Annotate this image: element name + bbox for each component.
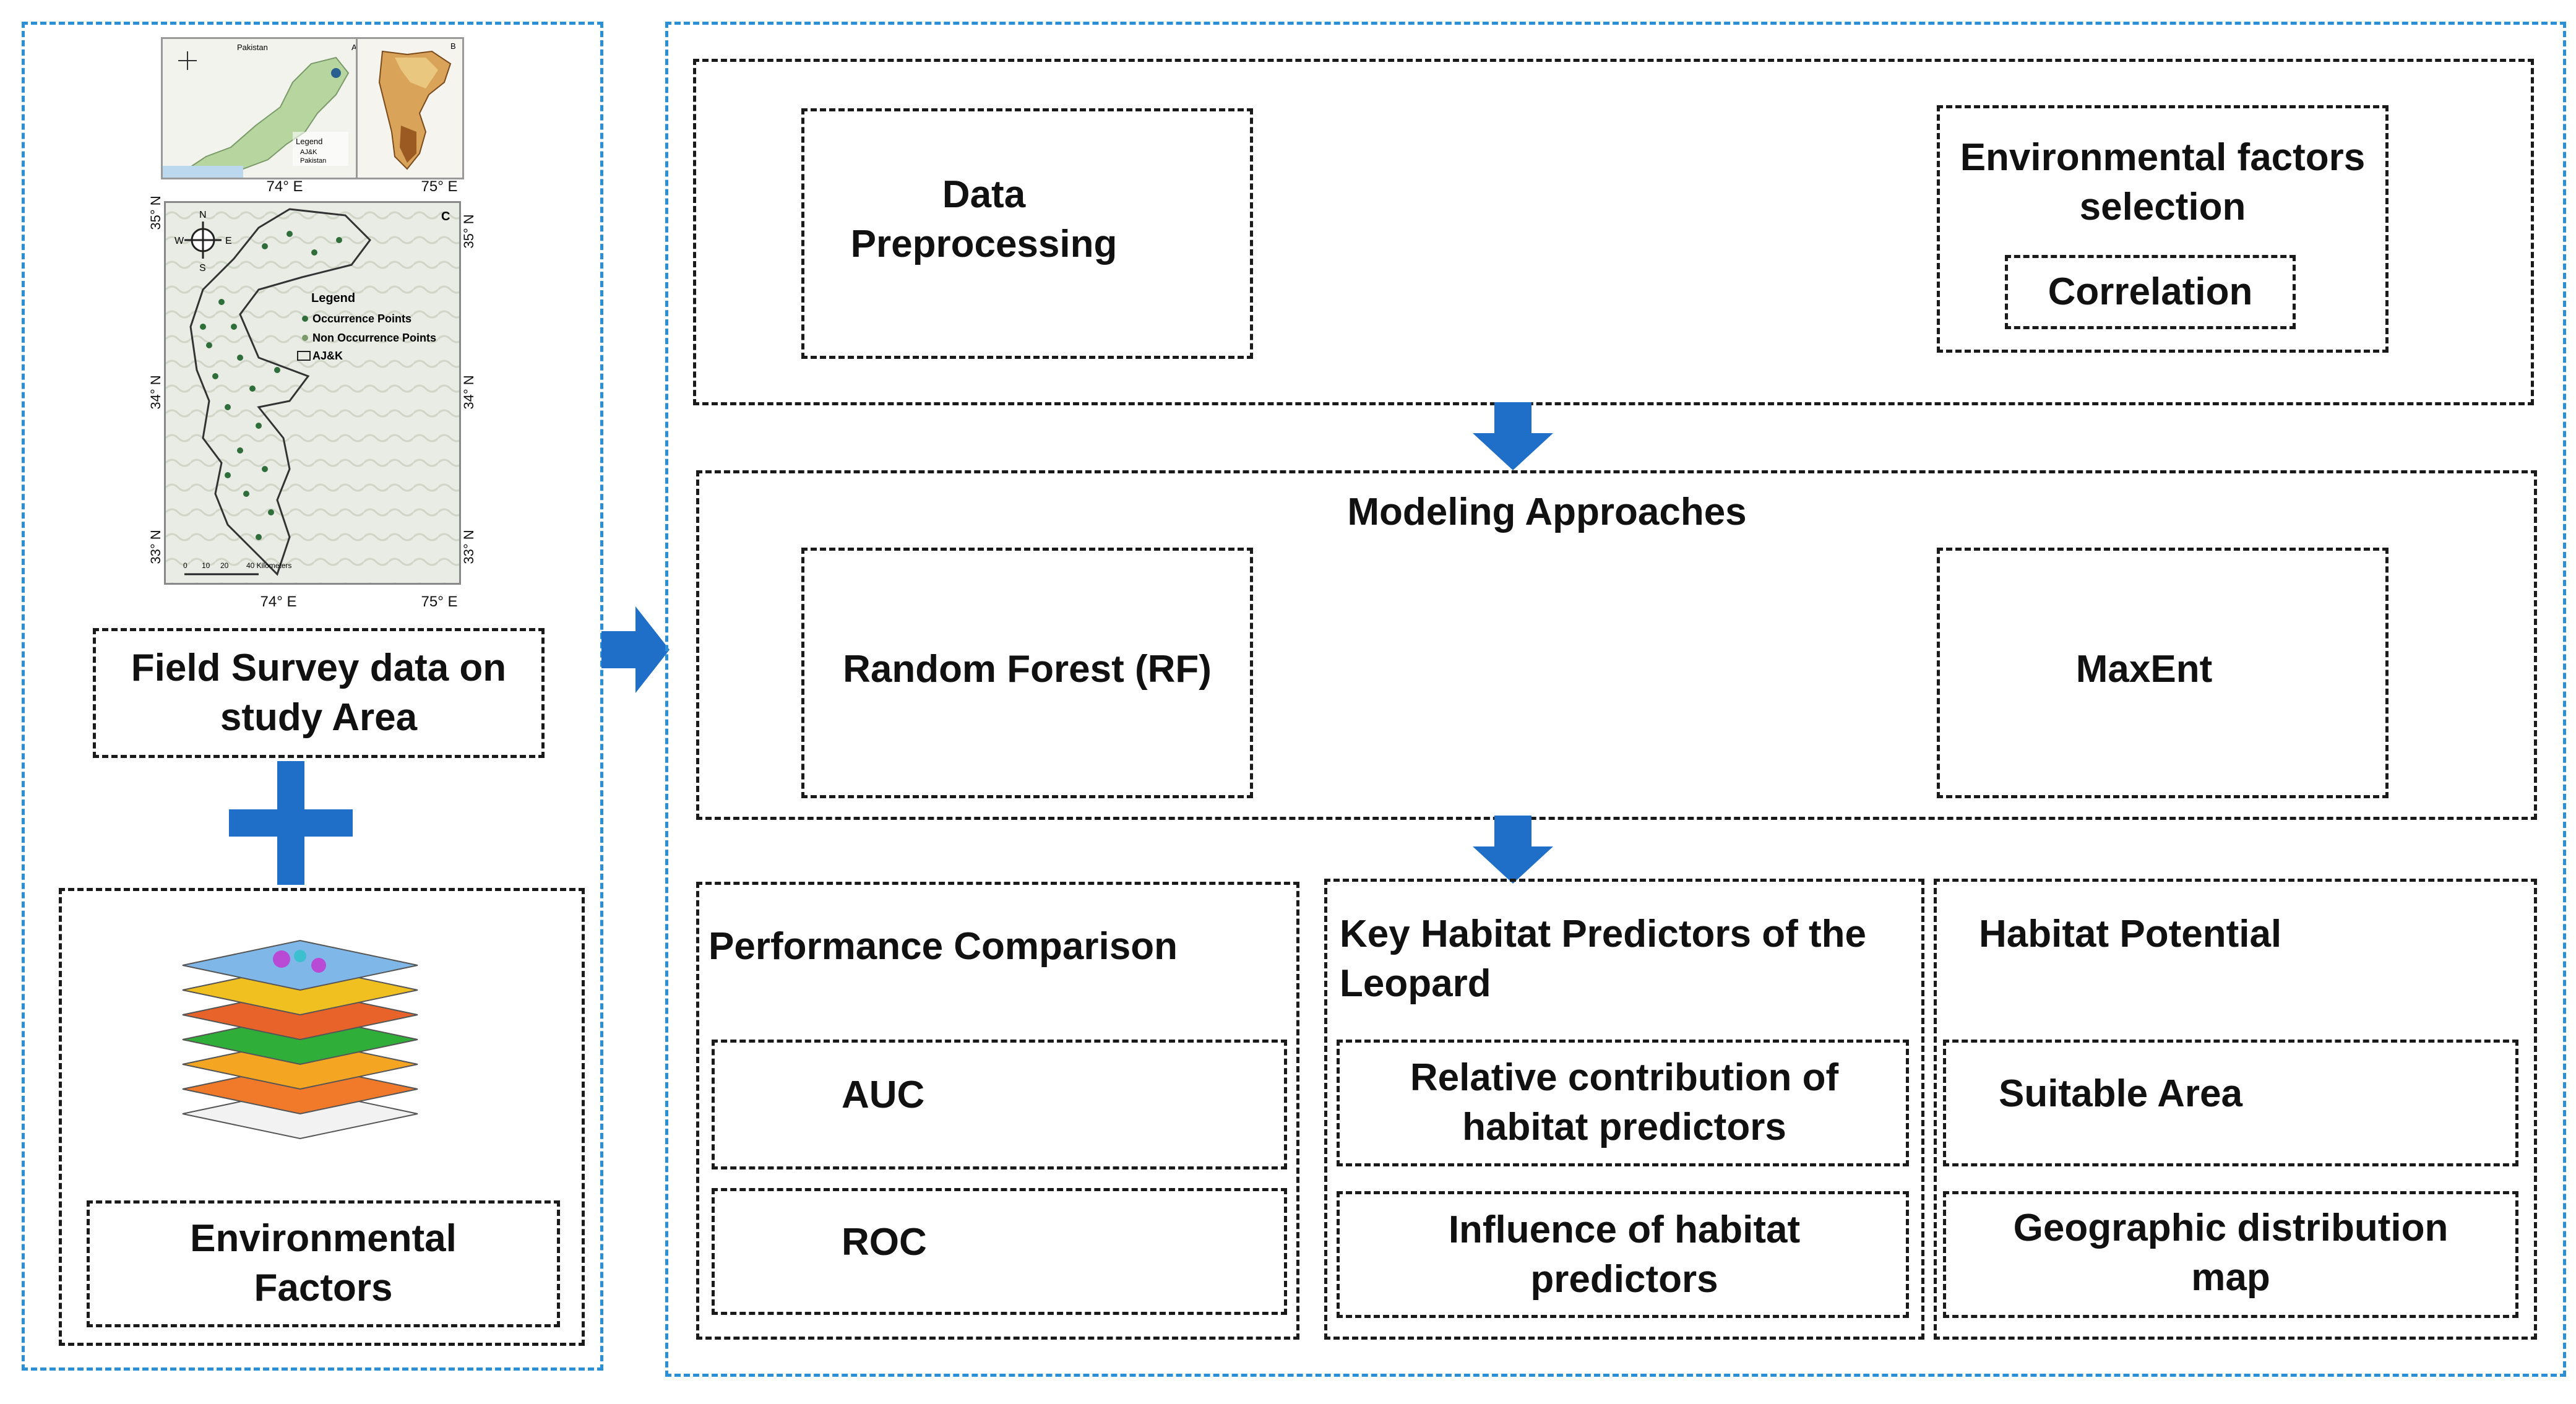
relative-contribution-label: Relative contribution of habitat predict… xyxy=(1410,1056,1839,1148)
env-selection-box xyxy=(1937,105,2389,353)
elevation-map: B xyxy=(356,37,464,179)
map2-panel-label: B xyxy=(450,41,456,51)
map1-panel-label: A xyxy=(351,43,357,52)
small-map-tick-75: 75° E xyxy=(421,178,458,195)
data-preprocessing-box xyxy=(801,108,1253,359)
rf-box xyxy=(801,548,1253,798)
potential-section xyxy=(1934,879,2537,1340)
field-survey-label: Field Survey data on study Area xyxy=(131,647,507,739)
right-arrow-icon xyxy=(601,606,670,693)
modeling-title: Modeling Approaches xyxy=(1347,491,1747,533)
legend-non-occurrence: Non Occurrence Points xyxy=(312,332,436,344)
scale-10: 10 xyxy=(202,561,210,570)
env-selection-label: Environmental factors selection xyxy=(1960,136,2366,228)
environmental-factors-panel xyxy=(59,888,585,1346)
environmental-factors-box xyxy=(87,1200,560,1327)
data-preprocessing-label: Data Preprocessing xyxy=(850,173,1118,265)
raster-layers-icon xyxy=(170,922,430,1145)
performance-section xyxy=(696,882,1299,1340)
predictors-title: Key Habitat Predictors of the Leopard xyxy=(1340,913,1866,1005)
scale-20: 20 xyxy=(220,561,229,570)
compass-s: S xyxy=(199,263,206,273)
lat-tick-left-35: 35° N xyxy=(148,196,163,230)
roc-box xyxy=(712,1188,1287,1315)
study-area-map: N W E S C Legend Occurrence Points Non O… xyxy=(164,201,461,585)
map1-legend-title: Legend xyxy=(296,137,322,146)
field-survey-box xyxy=(93,628,545,758)
roc-label: ROC xyxy=(842,1221,927,1264)
down-arrow-icon xyxy=(1473,816,1553,884)
suitable-area-label: Suitable Area xyxy=(1999,1072,2242,1115)
compass-e: E xyxy=(225,236,232,246)
maxent-box xyxy=(1937,548,2389,798)
geographic-distribution-box xyxy=(1943,1191,2518,1318)
workflow-panel xyxy=(665,22,2566,1377)
lat-tick-right-35: 35° N xyxy=(461,214,476,249)
performance-title: Performance Comparison xyxy=(709,925,1178,968)
lon-tick-74: 74° E xyxy=(260,593,297,610)
small-map-tick-74: 74° E xyxy=(266,178,303,195)
lon-tick-75: 75° E xyxy=(421,593,458,610)
plus-icon xyxy=(229,761,353,885)
map1-legend-pakistan: Pakistan xyxy=(300,157,326,165)
modeling-section xyxy=(696,470,2537,820)
auc-box xyxy=(712,1040,1287,1169)
compass-n: N xyxy=(199,210,207,220)
compass-w: W xyxy=(174,236,184,246)
influence-label: Influence of habitat predictors xyxy=(1448,1208,1801,1301)
environmental-factors-label: Environmental Factors xyxy=(190,1217,457,1309)
potential-title: Habitat Potential xyxy=(1979,913,2282,955)
rf-label: Random Forest (RF) xyxy=(843,648,1212,691)
lat-tick-right-34: 34° N xyxy=(461,375,476,410)
down-arrow-icon xyxy=(1473,402,1553,470)
lat-tick-right-33: 33° N xyxy=(461,530,476,564)
correlation-box xyxy=(2005,255,2296,329)
preprocessing-section xyxy=(693,59,2534,405)
scale-0: 0 xyxy=(183,561,187,570)
lat-tick-left-34: 34° N xyxy=(148,375,163,410)
correlation-label: Correlation xyxy=(2048,270,2253,313)
legend-occurrence: Occurrence Points xyxy=(312,312,411,325)
map1-title: Pakistan xyxy=(237,43,268,52)
predictors-section xyxy=(1324,879,1924,1340)
influence-box xyxy=(1337,1191,1909,1318)
scale-40: 40 Kilometers xyxy=(246,561,291,570)
main-map-panel-label: C xyxy=(441,210,450,223)
lat-tick-left-33: 33° N xyxy=(148,530,163,564)
auc-label: AUC xyxy=(842,1074,925,1116)
pakistan-map: Legend AJ&K Pakistan Pakistan A xyxy=(161,37,365,179)
main-map-legend-title: Legend xyxy=(311,291,355,305)
relative-contribution-box xyxy=(1337,1040,1909,1166)
geographic-distribution-label: Geographic distribution map xyxy=(2013,1207,2449,1299)
input-panel xyxy=(22,22,603,1371)
legend-ajk: AJ&K xyxy=(312,350,343,362)
map1-legend-ajk: AJ&K xyxy=(300,149,317,156)
suitable-area-box xyxy=(1943,1040,2518,1166)
maxent-label: MaxEnt xyxy=(2075,648,2213,691)
